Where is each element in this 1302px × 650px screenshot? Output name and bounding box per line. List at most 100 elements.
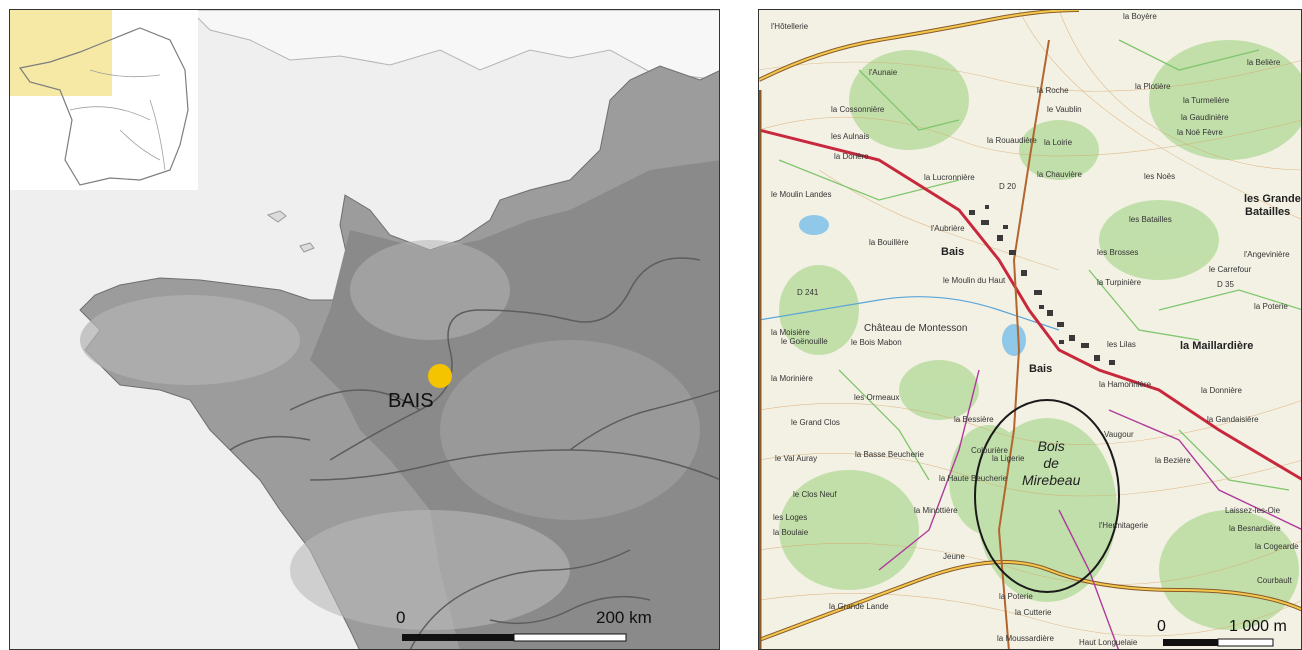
place-label: la Noë Fèvre bbox=[1177, 128, 1223, 137]
town-label-bais-north: Bais bbox=[941, 246, 965, 258]
town-label-bais-south: Bais bbox=[1029, 363, 1053, 375]
place-label: les Batailles bbox=[1129, 215, 1172, 224]
place-label: la Gandaisière bbox=[1207, 415, 1259, 424]
place-label: les Ormeaux bbox=[854, 393, 900, 402]
place-label: la Grande Lande bbox=[829, 602, 889, 611]
town-buildings bbox=[969, 205, 1115, 365]
place-label: la Cutterie bbox=[1015, 608, 1052, 617]
place-label: les Grandes bbox=[1244, 193, 1302, 205]
place-label: la Moisière bbox=[771, 328, 810, 337]
bais-marker-label: BAIS bbox=[388, 390, 434, 412]
forest-outline bbox=[974, 399, 1120, 593]
forest-label: Bois de Mirebeau bbox=[1022, 438, 1080, 489]
place-label: la Belière bbox=[1247, 58, 1281, 67]
place-label: l'Aubrière bbox=[931, 224, 965, 233]
place-label: la Besnardière bbox=[1229, 524, 1281, 533]
plateau bbox=[440, 340, 700, 520]
place-label: la Poterie bbox=[1254, 302, 1288, 311]
main-road bbox=[759, 128, 1301, 481]
place-label: l'Hermitagerie bbox=[1099, 521, 1149, 530]
place-label: la Cossonnière bbox=[831, 105, 885, 114]
place-label: Laissez-les-Oie bbox=[1225, 506, 1281, 515]
place-label: les Lilas bbox=[1107, 340, 1136, 349]
place-label: le Goënouille bbox=[781, 337, 828, 346]
road-label: D 20 bbox=[999, 182, 1016, 191]
relief-map bbox=[10, 10, 719, 649]
place-label: le Moulin du Haut bbox=[943, 276, 1006, 285]
place-label: l'Aunaie bbox=[869, 68, 898, 77]
place-label: Haut Longuelaie bbox=[1079, 638, 1138, 647]
scale-bar bbox=[402, 633, 627, 642]
place-label: les Loges bbox=[773, 513, 808, 522]
place-label: la Cogearde bbox=[1255, 542, 1299, 551]
place-label: Jeune bbox=[943, 552, 965, 561]
lake bbox=[1002, 324, 1026, 356]
place-label: les Noës bbox=[1144, 172, 1176, 181]
place-label: Batailles bbox=[1245, 206, 1291, 218]
place-label: la Poterie bbox=[999, 592, 1033, 601]
place-label: la Bezière bbox=[1155, 456, 1191, 465]
place-label: l'Hôtellerie bbox=[771, 22, 809, 31]
road-label: D 35 bbox=[1217, 280, 1234, 289]
rivers bbox=[229, 257, 719, 649]
place-label: Château de Montesson bbox=[864, 323, 968, 334]
place-label: la Lucronnière bbox=[924, 173, 975, 182]
island bbox=[299, 242, 315, 253]
place-label: la Bouillère bbox=[869, 238, 909, 247]
place-label: la Bessière bbox=[954, 415, 994, 424]
pond bbox=[799, 215, 829, 235]
place-label: la Rouaudière bbox=[987, 136, 1037, 145]
place-label: la Roche bbox=[1037, 86, 1069, 95]
place-label: la Ligerie bbox=[992, 454, 1025, 463]
topographic-map: Bois de Mirebeau Bais Bais les Grandes B… bbox=[758, 9, 1302, 650]
england-coast bbox=[189, 10, 719, 81]
place-label: le Carrefour bbox=[1209, 265, 1252, 274]
forest-label-line-2: de bbox=[1043, 455, 1059, 471]
place-label: Vaugour bbox=[1104, 430, 1134, 439]
topo-map-canvas bbox=[759, 10, 1301, 649]
inset-rivers bbox=[69, 69, 166, 171]
place-label: l'Angevinière bbox=[1244, 250, 1290, 259]
north-south-road bbox=[997, 39, 1050, 649]
brittany-highlands bbox=[80, 295, 300, 385]
scale-start-label: 0 bbox=[396, 608, 406, 627]
place-label: la Dorière bbox=[834, 152, 869, 161]
place-label: le Val Auray bbox=[775, 454, 818, 463]
place-label: la Moussardière bbox=[997, 634, 1054, 643]
place-label: les Brosses bbox=[1097, 248, 1139, 257]
contour-lines bbox=[759, 10, 1301, 637]
place-label: Courbault bbox=[1257, 576, 1292, 585]
place-label: la Boulaie bbox=[773, 528, 809, 537]
green-hedgerows bbox=[778, 39, 1301, 491]
secondary-road-top-inner bbox=[759, 10, 1080, 81]
place-label: la Turmelière bbox=[1183, 96, 1230, 105]
inset-highlight bbox=[10, 10, 112, 96]
place-label: la Loirie bbox=[1044, 138, 1073, 147]
island bbox=[266, 210, 287, 223]
place-label: le Bois Mabon bbox=[851, 338, 902, 347]
place-label: le Clos Neuf bbox=[793, 490, 837, 499]
place-label: le Moulin Landes bbox=[771, 190, 832, 199]
highlands bbox=[350, 240, 510, 340]
place-label: la Boyère bbox=[1123, 12, 1157, 21]
place-label: la Morinière bbox=[771, 374, 813, 383]
place-label: la Hamonnière bbox=[1099, 380, 1152, 389]
stream bbox=[759, 296, 1060, 331]
road-label: D 241 bbox=[797, 288, 819, 297]
bais-location-marker bbox=[428, 364, 452, 388]
right-scale-end-label: 1 000 m bbox=[1229, 618, 1287, 635]
right-scale-bar bbox=[1163, 638, 1274, 647]
right-scale-start-label: 0 bbox=[1157, 618, 1166, 635]
place-label: le Grand Clos bbox=[791, 418, 840, 427]
place-label: la Gaudinière bbox=[1181, 113, 1229, 122]
place-label: le Vaublin bbox=[1047, 105, 1082, 114]
inset-france-outline bbox=[18, 27, 189, 186]
place-label: la Donnière bbox=[1201, 386, 1242, 395]
place-label: la Basse Beucherie bbox=[855, 450, 924, 459]
place-label: la Plotière bbox=[1135, 82, 1171, 91]
forest-label-line-1: Bois bbox=[1037, 438, 1065, 454]
place-label: la Turpinière bbox=[1097, 278, 1142, 287]
place-label: la Minottière bbox=[914, 506, 958, 515]
place-label: Colourière bbox=[971, 446, 1008, 455]
place-label: la Chauvière bbox=[1037, 170, 1082, 179]
